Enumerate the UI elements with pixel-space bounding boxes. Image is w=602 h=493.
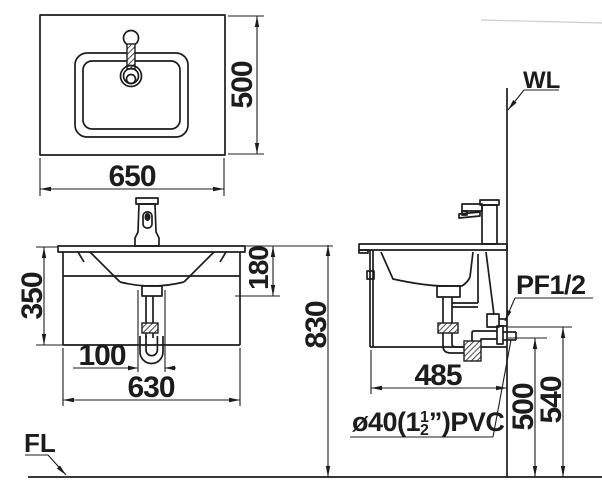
plan-depth-label: 500 bbox=[226, 61, 259, 108]
side-supply-height-label: 540 bbox=[535, 376, 568, 423]
side-counter-height-label: 830 bbox=[300, 301, 333, 348]
counter-lip-side bbox=[358, 249, 369, 254]
side-view: 830 485 500 540 WL bbox=[24, 67, 602, 478]
plan-width-label: 650 bbox=[108, 160, 155, 193]
basin-inner-plan bbox=[82, 60, 181, 130]
front-height-dimension: 350 bbox=[16, 246, 63, 346]
faucet-side bbox=[458, 199, 500, 245]
front-basin-depth-label: 180 bbox=[243, 246, 274, 290]
front-basin-depth-dimension: 180 bbox=[235, 245, 333, 297]
drain-pipe-label-suffix: ”)PVC bbox=[429, 407, 505, 437]
wall-line-callout: WL bbox=[507, 67, 560, 111]
side-drain-height-label: 500 bbox=[507, 383, 540, 430]
drain-trap-front bbox=[139, 296, 164, 365]
plan-depth-dimension: 500 bbox=[226, 15, 264, 155]
faucet-plan bbox=[122, 29, 140, 70]
side-depth-label: 485 bbox=[414, 359, 461, 392]
side-depth-dimension: 485 bbox=[370, 350, 507, 394]
water-supply-callout: PF1/2 bbox=[504, 270, 593, 322]
front-drain-offset-label: 100 bbox=[78, 339, 125, 372]
front-drain-offset-dimension: 100 bbox=[73, 290, 176, 372]
wall-line-label: WL bbox=[523, 67, 560, 94]
front-width-label: 630 bbox=[127, 371, 174, 404]
plan-width-dimension: 650 bbox=[39, 158, 225, 196]
counter-outline-plan bbox=[39, 14, 226, 156]
counter-side bbox=[358, 243, 508, 251]
floor-line-callout: FL bbox=[24, 428, 67, 476]
cabinet-side bbox=[366, 250, 507, 348]
drain-hole-plan bbox=[119, 64, 143, 88]
side-supply-height-dimension: 540 bbox=[508, 326, 572, 477]
basin-bowl-front bbox=[77, 251, 227, 297]
faucet-front bbox=[134, 197, 160, 247]
basin-bowl-side bbox=[380, 251, 479, 308]
side-counter-height-dimension: 830 bbox=[300, 245, 333, 477]
side-drain-height-dimension: 500 bbox=[507, 337, 547, 477]
plan-view: 650 500 bbox=[39, 14, 264, 196]
floor-line-label: FL bbox=[24, 428, 56, 458]
drain-pipe-label-prefix: ø40(1 bbox=[352, 407, 421, 437]
counter-front bbox=[57, 245, 246, 253]
front-height-label: 350 bbox=[16, 272, 49, 319]
front-width-dimension: 630 bbox=[62, 348, 241, 406]
water-supply-label: PF1/2 bbox=[516, 270, 586, 300]
scan-artifact-line bbox=[480, 19, 602, 24]
drain-trap-side bbox=[437, 297, 517, 362]
drain-pipe-frac-denominator: 2 bbox=[420, 422, 429, 439]
water-supply-side bbox=[485, 251, 507, 328]
drain-pipe-frac-numerator: 1 bbox=[420, 409, 429, 426]
front-view: 350 180 100 630 bbox=[16, 197, 333, 406]
cabinet-front bbox=[62, 252, 241, 346]
